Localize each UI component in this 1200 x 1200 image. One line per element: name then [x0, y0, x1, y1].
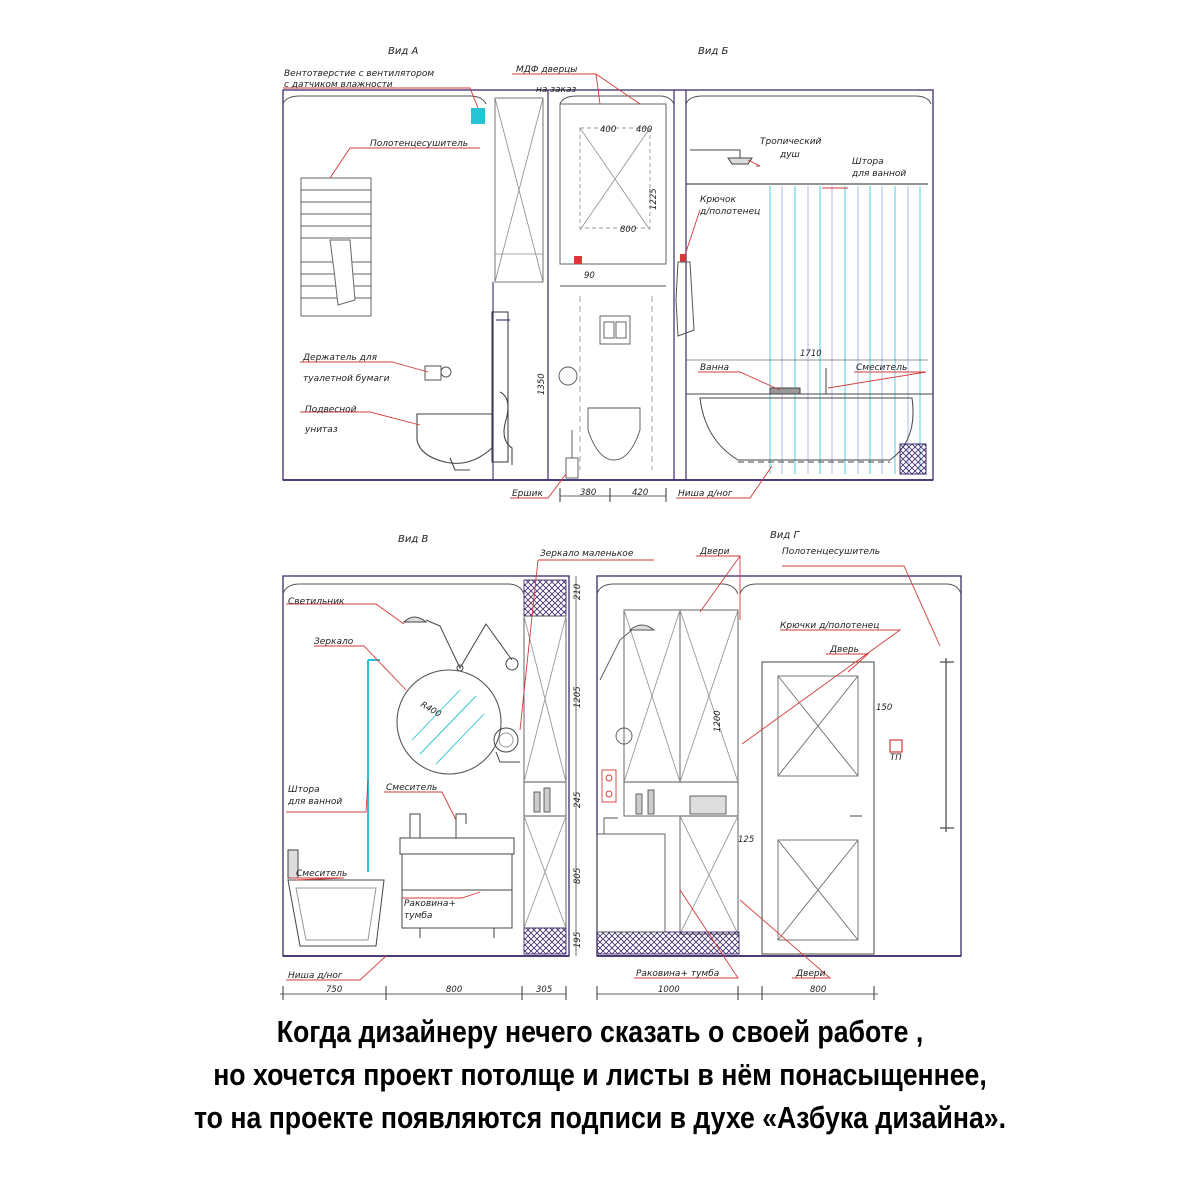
dim-195: 195	[573, 932, 583, 948]
label-paper-1: Держатель для	[302, 353, 378, 363]
tp-icon	[889, 739, 903, 753]
cabinet-g	[596, 609, 740, 955]
dim-210: 210	[573, 584, 583, 600]
label-door: Дверь	[829, 645, 859, 655]
bath-hatch	[899, 443, 927, 475]
label-tp: ТП	[890, 753, 902, 763]
dim-90: 90	[584, 271, 595, 281]
meme-caption: Когда дизайнеру нечего сказать о своей р…	[84, 1010, 1116, 1139]
leaders-bottom	[286, 555, 941, 981]
label-towel-dryer-a: Полотенцесушитель	[370, 139, 468, 149]
mdf-cabinet-a	[494, 97, 544, 283]
view-a-b-elevations: Вид А Вид Б	[282, 46, 934, 502]
label-vent-2: с датчиком влажности	[284, 80, 393, 90]
storage-column-v	[523, 579, 567, 955]
dim-400b: 400	[636, 125, 652, 135]
label-small-mirror: Зеркало маленькое	[540, 549, 634, 559]
mid-section	[558, 103, 667, 479]
label-sink-1: Раковина+	[404, 899, 456, 909]
door-icon	[761, 661, 875, 955]
dim-245: 245	[573, 792, 583, 808]
label-niche-v: Ниша д/ног	[288, 971, 343, 981]
label-shower-2: душ	[779, 150, 800, 160]
dim-1225: 1225	[649, 188, 659, 210]
label-curtain-v-1: Штора	[288, 785, 320, 795]
label-shower-1: Тропический	[760, 137, 822, 147]
dim-150: 150	[876, 703, 892, 713]
wall-lamp-icon	[402, 616, 519, 672]
dim-420: 420	[632, 488, 648, 498]
label-mdf-2: на заказ	[536, 85, 577, 95]
caption-line-1: Когда дизайнеру нечего сказать о своей р…	[276, 1014, 924, 1049]
label-hooks: Крючки д/полотенец	[780, 621, 879, 631]
label-hook-1: Крючок	[700, 195, 737, 205]
leaders-top	[283, 73, 927, 499]
label-sink-g: Раковина+ тумба	[636, 969, 719, 979]
label-toilet-1: Подвесной	[305, 405, 357, 415]
view-v-g-elevations: Вид В Вид Г R400	[280, 530, 962, 1000]
label-doors-top: Двери	[699, 547, 730, 557]
dim-750: 750	[326, 985, 342, 995]
caption-line-3: то на проекте появляются подписи в духе …	[193, 1100, 1007, 1135]
small-mirror-icon	[493, 727, 520, 763]
view-b-title: Вид Б	[698, 46, 728, 57]
label-sink-2: тумба	[404, 911, 432, 921]
bathroom-elevation-drawing: Вид А Вид Б	[280, 46, 962, 1000]
label-mirror: Зеркало	[314, 637, 354, 647]
view-g-title: Вид Г	[770, 530, 800, 541]
round-mirror-icon	[396, 669, 502, 775]
view-v-title: Вид В	[398, 534, 428, 545]
dim-805: 805	[573, 868, 583, 884]
dim-800: 800	[620, 225, 636, 235]
label-doors-bottom: Двери	[795, 969, 826, 979]
dim-800-v: 800	[446, 985, 462, 995]
label-curtain-b-2: для ванной	[851, 169, 906, 179]
label-curtain-b-1: Штора	[852, 157, 884, 167]
vent-icon	[471, 108, 485, 124]
label-mdf-1: МДФ дверцы	[516, 65, 577, 75]
dim-r400: R400	[419, 700, 443, 720]
shower-curtain	[769, 186, 921, 474]
dim-400a: 400	[600, 125, 616, 135]
bathtub-icon	[686, 368, 933, 463]
label-mixer-bath: Смеситель	[296, 869, 347, 879]
caption-line-2: но хочется проект потолще и листы в нём …	[213, 1057, 987, 1092]
dim-800-g: 800	[810, 985, 826, 995]
view-a-title: Вид А	[388, 46, 418, 57]
dim-1350: 1350	[537, 373, 547, 395]
dim-1710: 1710	[800, 349, 822, 359]
dim-1200: 1200	[713, 710, 723, 732]
label-niche-mid: Ниша д/ног	[678, 489, 733, 499]
label-bath: Ванна	[700, 363, 729, 373]
frame-g	[596, 575, 962, 957]
label-brush: Ершик	[512, 489, 543, 499]
label-paper-2: туалетной бумаги	[303, 374, 390, 384]
dim-380: 380	[580, 488, 596, 498]
label-hook-2: д/полотенец	[699, 207, 760, 217]
bathtub-v-icon	[287, 849, 385, 947]
label-vent-1: Вентотверстие с вентилятором	[284, 69, 434, 79]
vanity-v-icon	[399, 813, 515, 938]
label-towel-dryer-g: Полотенцесушитель	[782, 547, 880, 557]
towel-hook-icon	[675, 254, 695, 337]
dim-305: 305	[536, 985, 552, 995]
dim-1205: 1205	[573, 686, 583, 708]
paper-holder-icon	[424, 365, 452, 381]
label-mixer-sink: Смеситель	[386, 783, 437, 793]
label-toilet-2: унитаз	[304, 425, 338, 435]
rain-shower-icon	[690, 149, 753, 165]
label-mixer-b: Смеситель	[856, 363, 907, 373]
dim-125: 125	[738, 835, 754, 845]
dim-1000: 1000	[658, 985, 680, 995]
towel-dryer-g-icon	[940, 658, 954, 832]
label-curtain-v-2: для ванной	[287, 797, 342, 807]
label-lamp: Светильник	[288, 597, 345, 607]
toilet-side-icon	[416, 282, 513, 480]
mirror-reflection	[411, 689, 485, 765]
towel-dryer-icon	[300, 177, 372, 317]
